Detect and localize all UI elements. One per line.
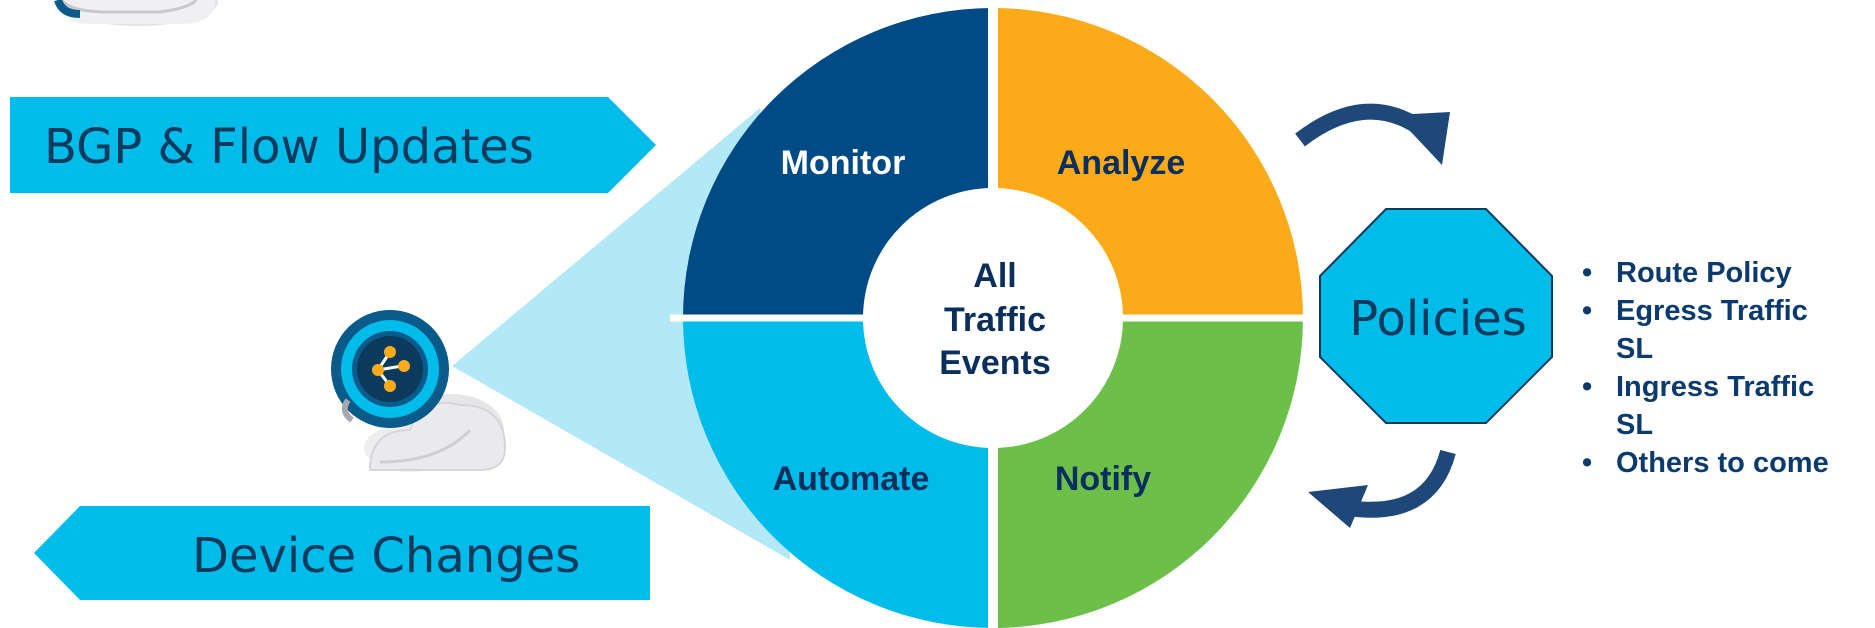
bullet-2-line-2: SL [1616, 333, 1653, 365]
bullet-3-line-2: SL [1616, 409, 1653, 441]
quadrant-label-automate: Automate [773, 460, 930, 498]
quadrant-label-analyze: Analyze [1057, 144, 1186, 182]
bullet-4-marker: • [1582, 447, 1592, 479]
policies-octagon: Policies [1319, 208, 1553, 424]
bullet-2-line-1: Egress Traffic [1616, 295, 1808, 327]
center-line-1: All [973, 257, 1016, 295]
bgp-flow-banner: BGP & Flow Updates [10, 97, 656, 193]
device-changes-banner: Device Changes [34, 506, 650, 600]
banner-top-label: BGP & Flow Updates [44, 119, 534, 175]
policy-bullet-list: • Route Policy • Egress Traffic SL • Ing… [1582, 257, 1829, 479]
center-line-2: Traffic [944, 301, 1046, 339]
cycle-wheel: Monitor Analyze Automate Notify All Traf… [670, 0, 1316, 628]
center-line-3: Events [939, 344, 1051, 382]
bullet-1-marker: • [1582, 257, 1592, 289]
policies-label: Policies [1349, 291, 1527, 347]
bullet-1-line-1: Route Policy [1616, 257, 1792, 289]
top-cloud-icon [54, 0, 218, 26]
quadrant-label-notify: Notify [1055, 460, 1151, 498]
network-node-icon [331, 310, 507, 472]
bullet-2-marker: • [1582, 295, 1592, 327]
cycle-arrow-icon-bottom [1308, 449, 1456, 528]
bullet-3-marker: • [1582, 371, 1592, 403]
quadrant-label-monitor: Monitor [781, 144, 906, 182]
center-hub [863, 188, 1123, 448]
bullet-3-line-1: Ingress Traffic [1616, 371, 1814, 403]
cycle-arrow-icon-top [1295, 103, 1450, 165]
bullet-4-line-1: Others to come [1616, 447, 1829, 479]
banner-bottom-label: Device Changes [192, 528, 580, 584]
